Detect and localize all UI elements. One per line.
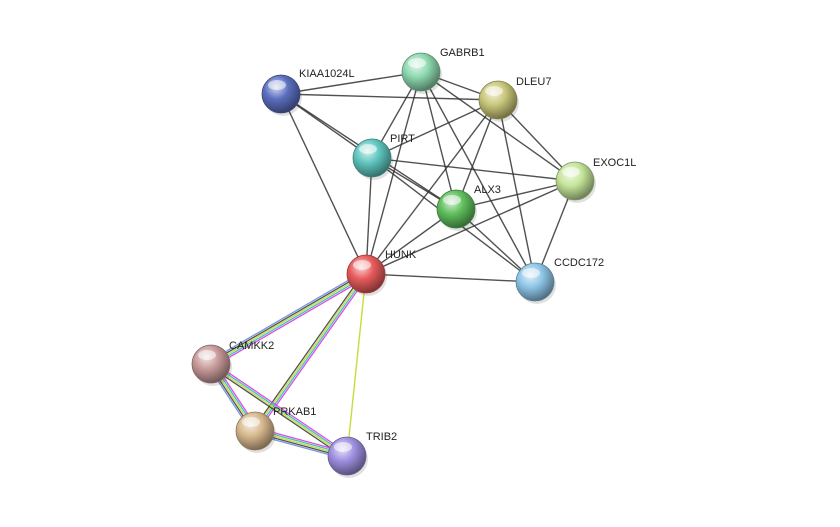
- node-label-ccdc172: CCDC172: [554, 257, 604, 269]
- node-highlight: [408, 58, 426, 68]
- node-label-dleu7: DLEU7: [516, 76, 551, 88]
- node-gabrb1[interactable]: [401, 52, 442, 94]
- node-prkab1[interactable]: [235, 411, 276, 453]
- node-highlight: [562, 167, 580, 177]
- node-label-kiaa1024l: KIAA1024L: [299, 68, 355, 80]
- node-dleu7[interactable]: [478, 80, 519, 122]
- edge-dleu7-pirt: [371, 99, 499, 159]
- edge-hunk-camkk2-0: [212, 276, 369, 368]
- edge-kiaa1024l-dleu7: [280, 93, 499, 101]
- node-highlight: [522, 268, 540, 278]
- node-ccdc172[interactable]: [515, 262, 556, 304]
- edge-camkk2-trib2-0: [212, 361, 349, 455]
- node-highlight: [485, 86, 503, 96]
- node-highlight: [198, 350, 216, 360]
- edge-camkk2-trib2-3: [209, 365, 346, 459]
- edge-gabrb1-exoc1l: [420, 71, 576, 182]
- node-label-alx3: ALX3: [474, 184, 501, 196]
- edge-gabrb1-alx3: [420, 71, 457, 210]
- edge-hunk-camkk2-3: [209, 271, 366, 364]
- node-camkk2[interactable]: [191, 344, 232, 386]
- edge-exoc1l-hunk: [365, 180, 576, 275]
- edge-kiaa1024l-gabrb1: [280, 71, 422, 95]
- node-label-prkab1: PRKAB1: [273, 406, 316, 418]
- node-label-hunk: HUNK: [385, 249, 417, 261]
- node-alx3[interactable]: [436, 189, 477, 231]
- edge-pirt-exoc1l: [371, 157, 576, 182]
- edge-exoc1l-alx3: [455, 180, 576, 210]
- node-label-exoc1l: EXOC1L: [593, 157, 636, 169]
- edge-camkk2-trib2-2: [210, 364, 347, 458]
- node-label-trib2: TRIB2: [366, 431, 397, 443]
- node-exoc1l[interactable]: [555, 161, 596, 203]
- edge-camkk2-trib2-1: [211, 362, 348, 456]
- edge-dleu7-ccdc172: [497, 99, 536, 283]
- node-highlight: [443, 195, 461, 205]
- edge-layer: [207, 71, 576, 460]
- node-highlight: [268, 80, 286, 90]
- edge-dleu7-hunk: [365, 99, 499, 275]
- node-hunk[interactable]: [346, 254, 387, 296]
- edge-kiaa1024l-hunk: [280, 93, 367, 275]
- edge-gabrb1-hunk: [365, 71, 422, 275]
- edge-dleu7-alx3: [455, 99, 499, 210]
- node-pirt[interactable]: [352, 138, 393, 180]
- edge-hunk-camkk2-4: [208, 270, 365, 362]
- edge-hunk-ccdc172: [365, 273, 536, 283]
- node-label-camkk2: CAMKK2: [229, 340, 274, 352]
- node-label-gabrb1: GABRB1: [440, 47, 485, 59]
- edge-hunk-camkk2-2: [210, 273, 367, 365]
- node-kiaa1024l[interactable]: [261, 74, 302, 116]
- node-layer: [191, 52, 596, 478]
- node-highlight: [353, 260, 371, 270]
- node-highlight: [359, 144, 377, 154]
- node-highlight: [242, 417, 260, 427]
- edge-hunk-camkk2-1: [211, 274, 368, 367]
- node-trib2[interactable]: [327, 436, 368, 478]
- node-label-pirt: PIRT: [390, 133, 415, 145]
- node-highlight: [334, 442, 352, 452]
- edge-gabrb1-ccdc172: [420, 71, 536, 283]
- edge-hunk-trib2: [346, 273, 367, 457]
